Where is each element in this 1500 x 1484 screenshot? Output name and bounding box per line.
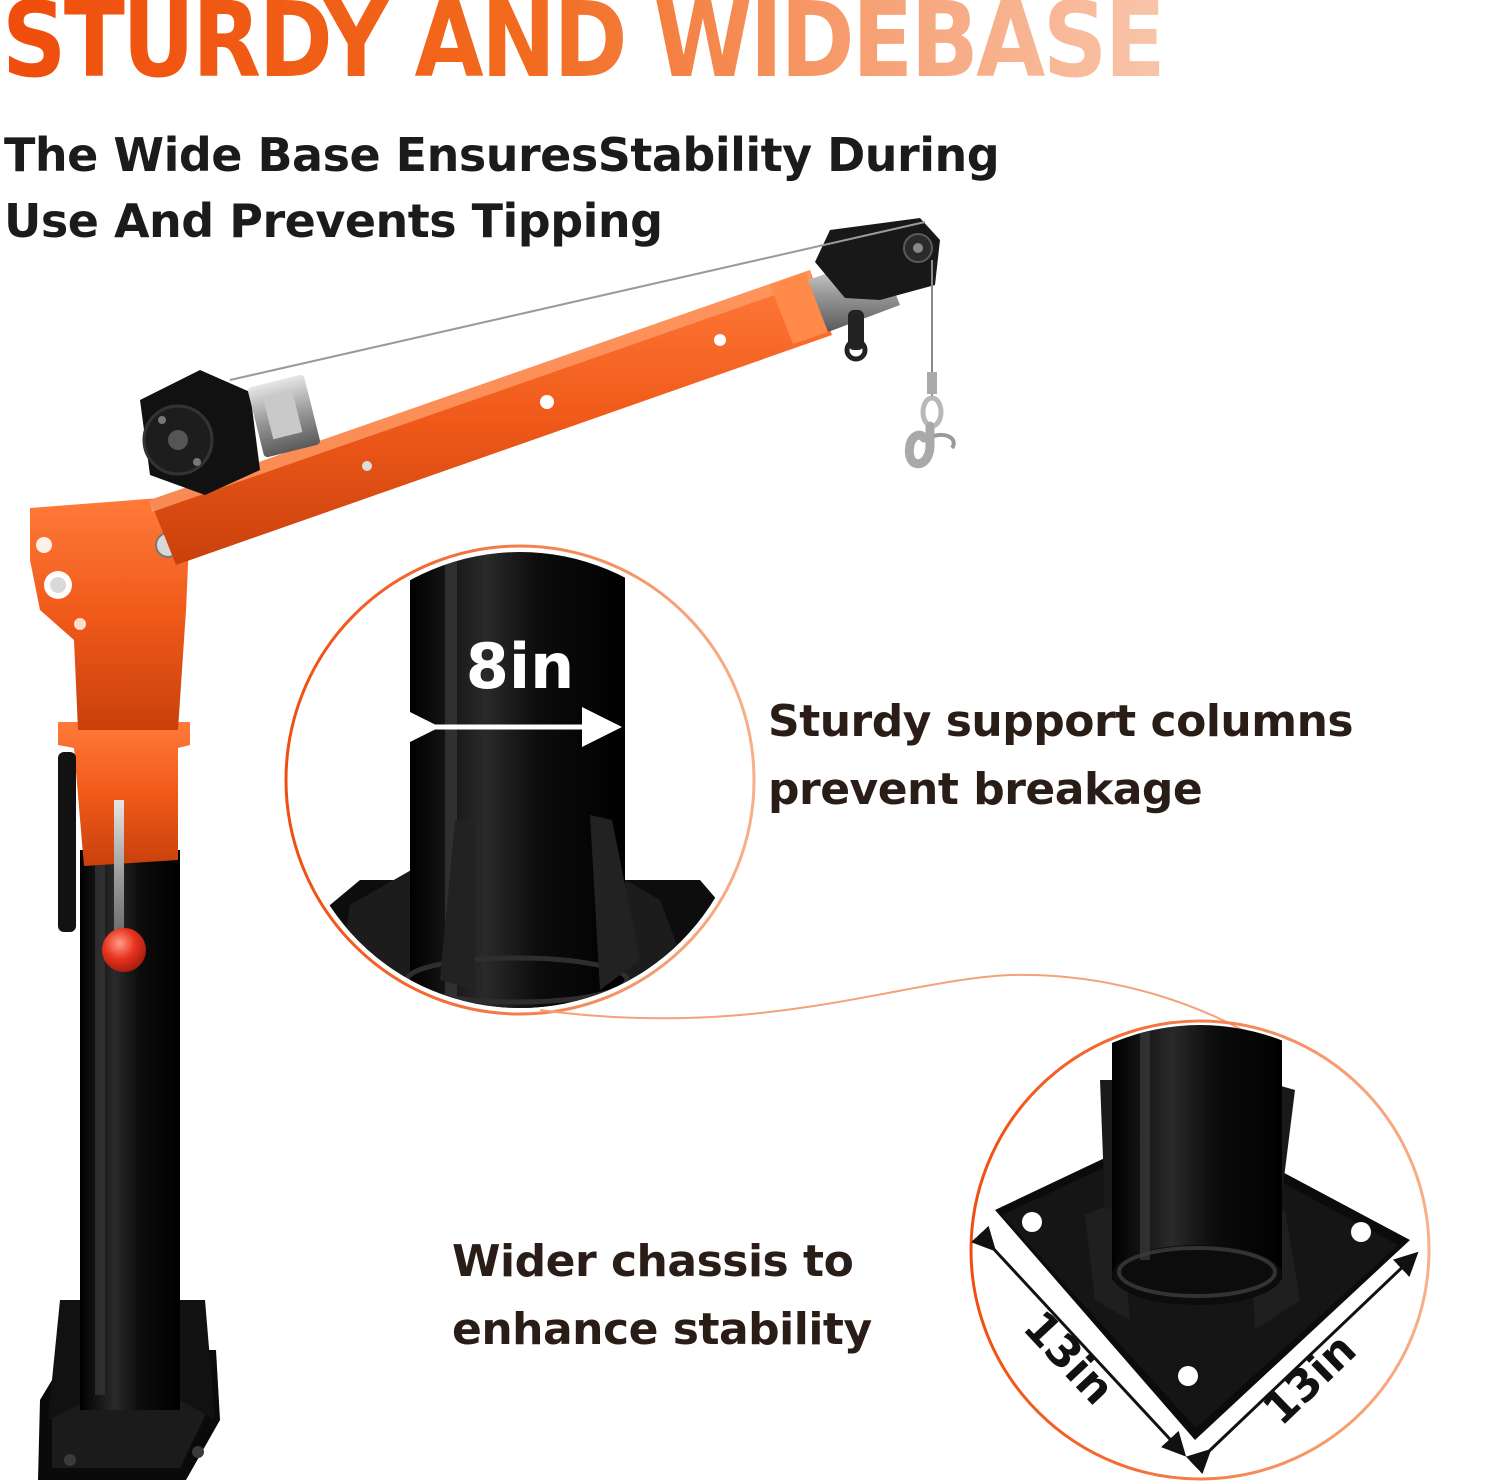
column-closeup	[284, 544, 756, 1016]
hook-icon	[904, 395, 956, 469]
base-plate-closeup	[969, 1019, 1431, 1481]
callout-connector-line	[539, 973, 1261, 1041]
crane-sleeve	[58, 722, 190, 866]
column-feature-line-1: Sturdy support columns	[768, 696, 1354, 747]
crane-boom	[150, 270, 832, 565]
base-feature-line-1: Wider chassis to	[452, 1236, 854, 1287]
crane-lever-knob	[102, 928, 146, 972]
subtitle: The Wide Base EnsuresStability During Us…	[4, 122, 1064, 254]
crane-illustration	[30, 218, 956, 1480]
crane-winch	[140, 370, 320, 495]
crane-pulley-head	[815, 218, 940, 362]
base-dimension-arrow-a	[971, 1225, 1187, 1457]
crane-lever	[114, 800, 124, 955]
column-dimension-label: 8in	[466, 630, 575, 703]
headline: STURDY AND WIDEBASE	[2, 0, 1166, 92]
crane-mast-head	[30, 498, 190, 730]
base-feature-line-2: enhance stability	[452, 1304, 872, 1355]
subtitle-line-2: Use And Prevents Tipping	[4, 194, 663, 248]
crane-cable-top	[229, 221, 926, 381]
crane-side-handle	[58, 752, 76, 932]
base-feature-text: Wider chassis to enhance stability	[452, 1228, 872, 1364]
base-dimension-arrow-b	[1185, 1251, 1419, 1475]
column-feature-text: Sturdy support columns prevent breakage	[768, 688, 1354, 824]
column-feature-line-2: prevent breakage	[768, 764, 1203, 815]
subtitle-line-1: The Wide Base EnsuresStability During	[4, 128, 1000, 182]
